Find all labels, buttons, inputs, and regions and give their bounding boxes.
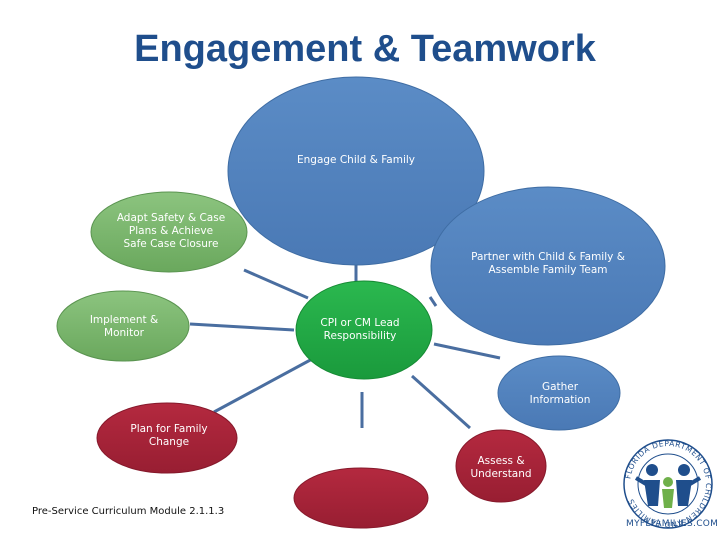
node-center [295,280,433,380]
connector-plan [213,356,315,414]
node-partner [430,186,666,346]
node-engage-label: Engage Child & Family [297,154,415,166]
footer-text: Pre-Service Curriculum Module 2.1.1.3 [32,506,225,517]
connector-implement [189,322,295,332]
node-plan [96,402,238,474]
node-implement [56,290,190,362]
node-engage [227,76,485,266]
logo-caption: MYFLFAMILIES.COM [626,519,719,529]
node-assess [455,429,547,503]
node-adapt [90,191,248,273]
dcf-logo: FLORIDA DEPARTMENT OF CHILDREN AND FAMIL… [623,439,713,529]
page-title: Engagement & Teamwork [134,28,596,70]
node-gather [497,355,621,431]
node-implement-label: Implement & Monitor [89,314,159,339]
connectors [189,265,501,430]
node-plan-label: Plan for Family Change [130,423,208,448]
node-partner-label: Partner with Child & Family & Assemble F… [471,251,625,276]
node-adapt-label: Adapt Safety & Case Plans & Achieve Safe… [116,212,226,250]
connector-gather [433,342,501,360]
node-center-label: CPI or CM Lead Responsibility [320,317,400,342]
family-figures-icon [634,464,702,508]
connector-partner [428,296,438,307]
connector-assess [410,374,472,430]
node-assess-label: Assess & Understand [470,455,532,480]
connector-adapt [243,268,309,300]
node-bottom [293,467,429,529]
node-gather-label: Gather Information [529,381,591,406]
